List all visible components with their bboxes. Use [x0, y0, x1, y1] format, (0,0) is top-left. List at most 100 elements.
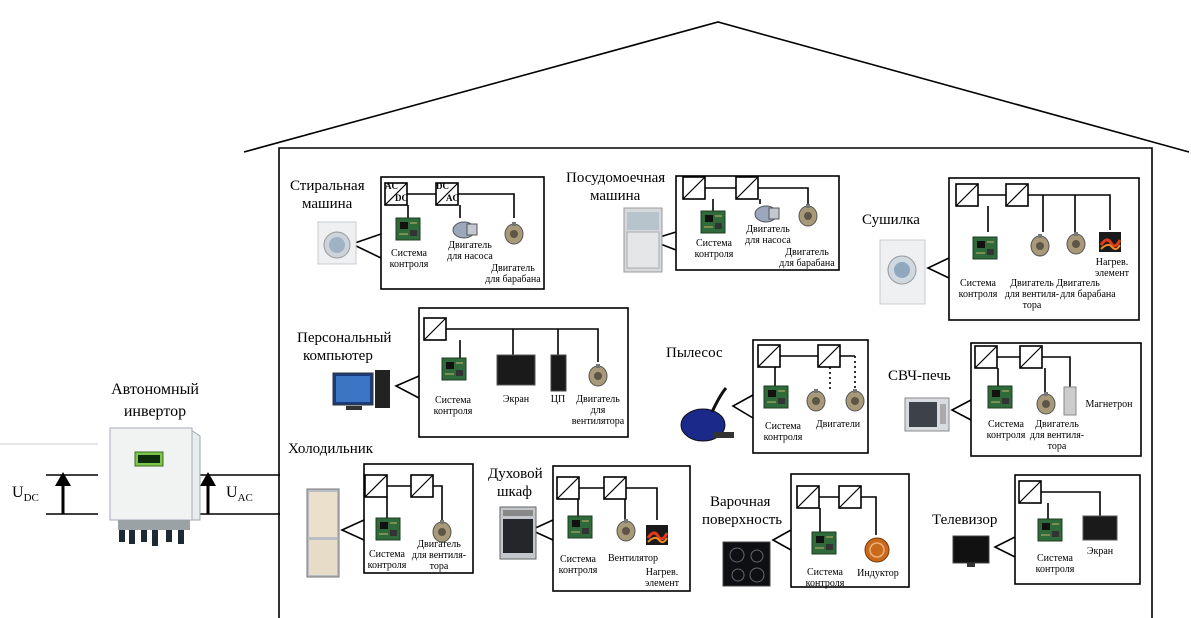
dryer-drum-line1: Двигатель	[1056, 278, 1100, 289]
microwave-magnetron: Магнетрон	[1085, 399, 1133, 410]
dishwasher-dcac-converter	[735, 176, 759, 200]
tv-image	[952, 535, 990, 567]
oven-heat-line2: элемент	[644, 578, 680, 589]
washer-conv1-ac: AC	[385, 181, 398, 191]
pc-fan-line3: вентилятора	[571, 416, 625, 427]
dryer-image	[879, 239, 926, 305]
inverter-title-line1: Автономный	[111, 381, 199, 398]
washer-pump-line1: Двигатель	[448, 240, 492, 251]
hob-name-line1: Варочная	[710, 494, 771, 510]
hob-ctrl-line1: Система	[807, 567, 843, 578]
microwave-block	[950, 342, 1142, 457]
inverter-title-line2: инвертор	[123, 403, 187, 420]
washer-block	[349, 176, 545, 290]
pc-fan-line1: Двигатель	[576, 394, 620, 405]
dryer-fan-line2: для вентиля-	[1004, 289, 1060, 300]
microwave-ctrl-line1: Система	[988, 419, 1024, 430]
pc-cpu: ЦП	[550, 394, 566, 405]
hob-ctrl-line2: контроля	[805, 578, 845, 589]
oven-ctrl-line1: Система	[560, 554, 596, 565]
tv-acdc-converter	[1018, 480, 1042, 504]
microwave-fan-line1: Двигатель	[1035, 419, 1079, 430]
dryer-fan-line3: тора	[1022, 300, 1042, 311]
dc-voltage-arrow	[55, 472, 71, 514]
dryer-acdc-converter	[955, 183, 979, 207]
fridge-name: Холодильник	[288, 441, 374, 457]
oven-block	[529, 465, 691, 592]
dryer-drum-line2: для барабана	[1060, 289, 1116, 300]
pc-block	[394, 307, 629, 438]
washer-image	[317, 221, 357, 265]
vacuum-image	[680, 387, 734, 442]
tv-block	[993, 474, 1141, 585]
fridge-block	[340, 463, 474, 574]
washer-drum-line1: Двигатель	[491, 263, 535, 274]
fridge-dcac-converter	[410, 474, 434, 498]
washer-ctrl-line2: контроля	[389, 259, 429, 270]
microwave-fan-line3: тора	[1047, 441, 1067, 452]
vacuum-dcac-converter	[817, 344, 841, 368]
vacuum-ctrl-line1: Система	[765, 421, 801, 432]
dryer-dcac-converter	[1005, 183, 1029, 207]
dryer-fan-line1: Двигатель	[1010, 278, 1054, 289]
dishwasher-image	[623, 207, 663, 273]
house-walls	[278, 147, 1153, 618]
tv-name: Телевизор	[932, 512, 998, 528]
inverter-device	[109, 427, 201, 546]
dishwasher-block	[647, 175, 840, 271]
hob-acdc-converter	[796, 485, 820, 509]
oven-fan: Вентилятор	[607, 553, 658, 564]
tv-screen: Экран	[1086, 546, 1114, 557]
hob-block	[771, 473, 910, 588]
fridge-image	[306, 488, 340, 578]
tv-ctrl-line1: Система	[1037, 553, 1073, 564]
washer-pump-line2: для насоса	[447, 251, 493, 262]
vacuum-motors: Двигатели	[815, 419, 861, 430]
dryer-heat-line1: Нагрев.	[1095, 257, 1129, 268]
pc-acdc-converter	[423, 317, 447, 341]
fridge-acdc-converter	[364, 474, 388, 498]
microwave-ctrl-line2: контроля	[986, 430, 1026, 441]
pc-name-line1: Персональный	[297, 330, 392, 346]
hob-image	[722, 541, 771, 587]
hob-inductor: Индуктор	[857, 568, 899, 579]
house-roof	[243, 21, 1190, 153]
ac-voltage-arrow	[200, 472, 216, 514]
dishwasher-acdc-converter	[682, 176, 706, 200]
washer-name-line2: машина	[302, 196, 353, 212]
dryer-ctrl-line2: контроля	[958, 289, 998, 300]
washer-ctrl-line1: Система	[391, 248, 427, 259]
washer-name-line1: Стиральная	[290, 178, 365, 194]
microwave-acdc-converter	[974, 345, 998, 369]
dishwasher-ctrl-line2: контроля	[694, 249, 734, 260]
pc-ctrl-line1: Система	[435, 395, 471, 406]
microwave-dcac-converter	[1019, 345, 1043, 369]
oven-ctrl-line2: контроля	[558, 565, 598, 576]
oven-image	[499, 506, 537, 560]
dishwasher-name-line1: Посудомоечная	[566, 170, 666, 186]
vacuum-ctrl-line2: контроля	[763, 432, 803, 443]
fridge-fan-line3: тора	[429, 561, 449, 572]
dryer-name: Сушилка	[862, 212, 920, 228]
tv-ctrl-line2: контроля	[1035, 564, 1075, 575]
fridge-fan-line2: для вентиля-	[411, 550, 467, 561]
pc-screen: Экран	[502, 394, 530, 405]
dishwasher-drum-line2: для барабана	[779, 258, 835, 269]
oven-name-line2: шкаф	[497, 484, 532, 500]
washer-conv2-dc: DC	[436, 181, 449, 191]
dryer-block	[926, 177, 1140, 321]
dryer-ctrl-line1: Система	[960, 278, 996, 289]
washer-drum-line2: для барабана	[485, 274, 541, 285]
fridge-fan-line1: Двигатель	[417, 539, 461, 550]
washer-conv2-ac: AC	[446, 193, 459, 203]
u-ac-label: UAC	[226, 484, 253, 505]
washer-conv1-dc: DC	[395, 193, 408, 203]
vacuum-block	[731, 339, 869, 454]
fridge-ctrl-line2: контроля	[367, 560, 407, 571]
dryer-heat-line2: элемент	[1094, 268, 1130, 279]
hob-dcac-converter	[838, 485, 862, 509]
u-dc-label: UDC	[12, 484, 39, 505]
dishwasher-name-line2: машина	[590, 188, 641, 204]
